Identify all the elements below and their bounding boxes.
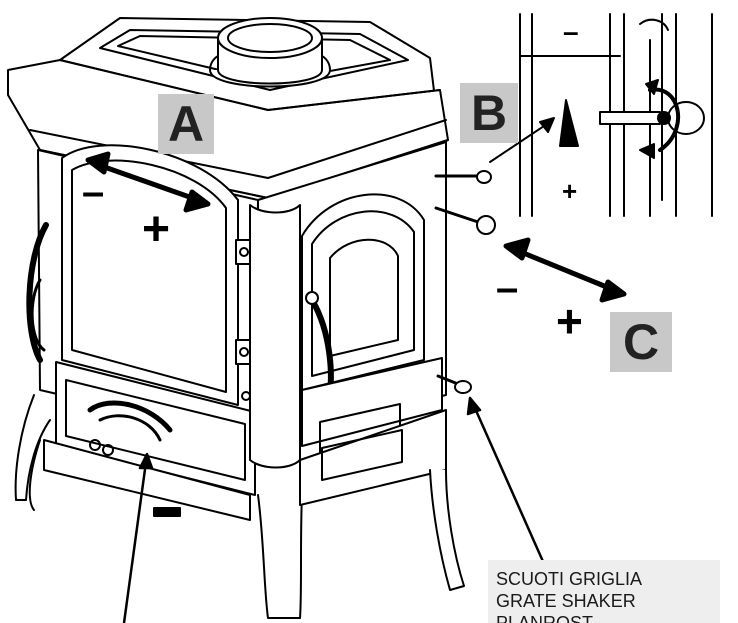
rear-legs [28,439,465,591]
inset-detail-b [519,13,713,217]
minus-sign-a: – [82,170,105,214]
brand-plate [153,507,181,517]
ash-pan-pointer [122,452,154,623]
corner-pillar [249,204,301,469]
note-line-german: PLANROST [496,613,594,623]
plus-sign-a: + [142,203,171,256]
arrow-a-double [85,151,211,213]
grate-shaker-pointer [466,396,547,568]
label-c: C [610,312,672,372]
front-door-hinges [235,239,251,401]
minus-sign-b: – [563,16,579,47]
air-control-rods [434,170,496,394]
left-door-handle [26,222,49,363]
note-line-italian: SCUOTI GRIGLIA [496,569,643,589]
side-lower-base [299,357,447,506]
arrow-c-double [503,237,627,303]
note-line-english: GRATE SHAKER [496,591,636,611]
stove-side-panel [257,141,447,441]
plus-sign-b: + [562,176,578,206]
grate-shaker-note: SCUOTI GRIGLIA GRATE SHAKER PLANROST [488,560,720,623]
minus-sign-c: – [496,266,519,310]
label-b: B [460,83,518,143]
flue-collar [209,17,331,88]
label-a: A [158,94,214,154]
front-legs [14,394,303,619]
ash-pan [43,361,256,521]
plus-sign-c: + [556,295,583,347]
